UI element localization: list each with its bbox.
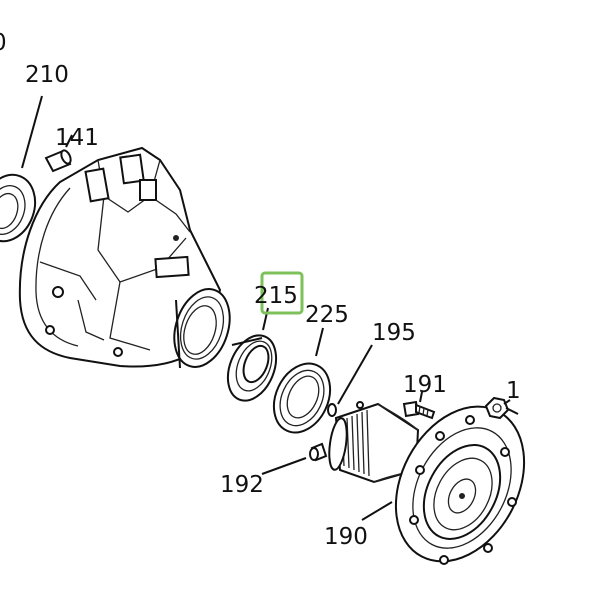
label-215: 215 — [254, 283, 298, 309]
pin-192 — [309, 442, 328, 462]
nut-1 — [484, 396, 519, 420]
leader-225 — [315, 327, 324, 357]
axle-housing — [18, 146, 231, 369]
leader-192 — [261, 457, 307, 475]
seal-210 — [0, 173, 37, 243]
leader-141 — [65, 134, 73, 148]
pin-141 — [44, 149, 72, 173]
pin-195-hole — [356, 401, 364, 409]
bearing-215 — [226, 334, 278, 402]
label-195: 195 — [372, 320, 416, 346]
bolt-191 — [402, 400, 436, 420]
leader-191 — [419, 391, 423, 403]
label-210: 210 — [25, 62, 69, 88]
seal-225 — [272, 362, 332, 434]
leader-195 — [337, 344, 373, 405]
leader-1 — [503, 399, 511, 405]
flange-shaft-190 — [328, 402, 526, 565]
label-191: 191 — [403, 372, 447, 398]
label-1: 1 — [506, 378, 521, 404]
leader-210 — [21, 95, 43, 169]
pin-195 — [327, 403, 337, 417]
label-192: 192 — [220, 472, 264, 498]
label-partial-top-left: 0 — [0, 30, 7, 56]
label-225: 225 — [305, 302, 349, 328]
label-141: 141 — [55, 125, 99, 151]
label-190: 190 — [324, 524, 368, 550]
highlight-box-215 — [260, 271, 304, 315]
leader-190 — [361, 501, 393, 521]
